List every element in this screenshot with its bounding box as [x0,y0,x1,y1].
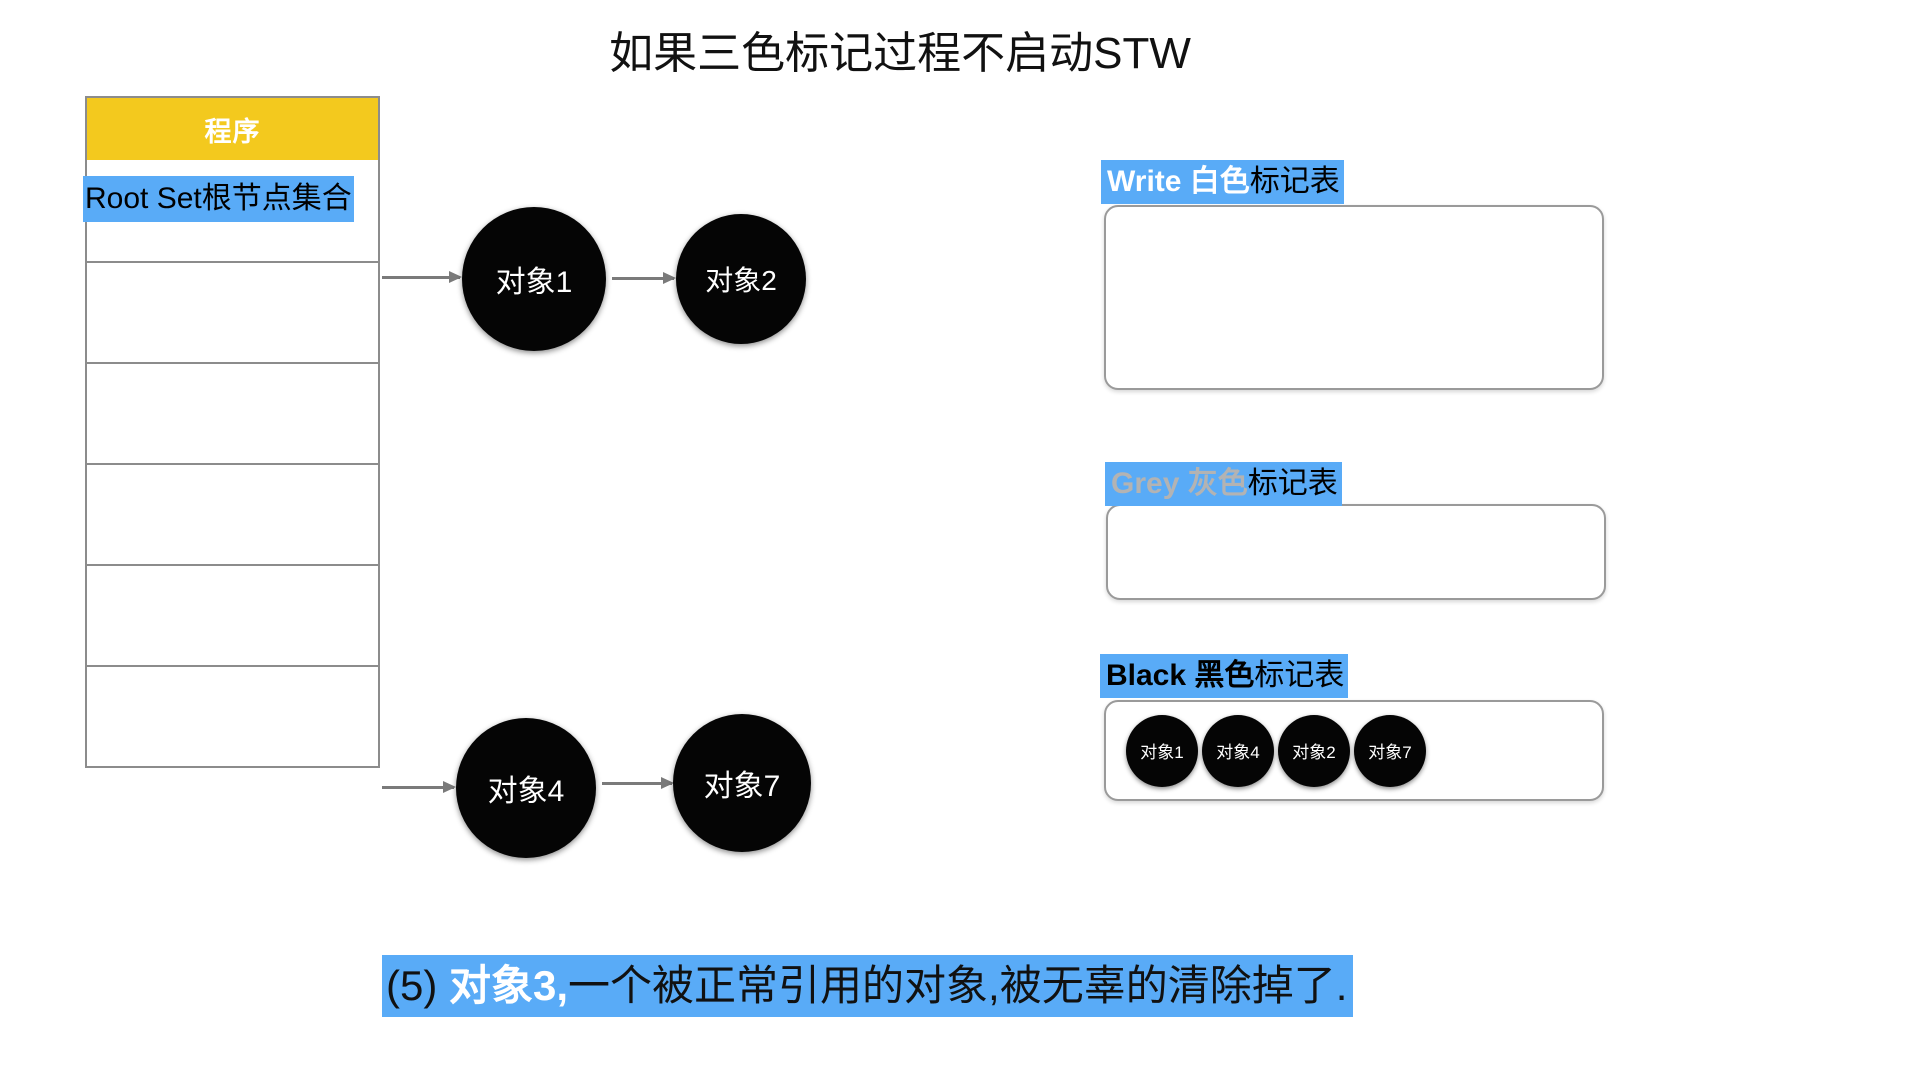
arrow-rootset-to-obj4 [382,781,456,793]
white-mark-table-label: Write 白色标记表 [1101,160,1344,204]
root-set-label: Root Set根节点集合 [83,176,354,222]
arrow-obj1-to-obj2 [612,272,676,284]
white-mark-table-label-color: 白色 [1181,165,1250,198]
white-mark-table-label-rest: 标记表 [1249,165,1340,198]
page-title: 如果三色标记过程不启动STW [609,29,1191,78]
black-list-item: 对象2 [1278,714,1350,787]
grey-mark-table-label: Grey 灰色标记表 [1105,462,1342,506]
caption-prefix: (5) [386,962,449,1009]
grey-mark-table-box [1106,504,1606,600]
grey-mark-table-label-en: Grey [1111,467,1180,500]
black-mark-table-label-rest: 标记表 [1254,659,1345,692]
caption-object: 对象3, [449,962,569,1009]
program-table-row [87,463,378,564]
graph-node-obj2: 对象2 [676,214,806,344]
program-table-row [87,665,378,766]
black-mark-table-label-en: Black [1106,659,1187,692]
caption-rest: 一个被正常引用的对象,被无辜的清除掉了. [568,962,1348,1009]
white-mark-table-label-en: Write [1107,165,1182,198]
program-table-header: 程序 [87,96,378,160]
white-mark-table-box [1104,205,1604,390]
caption: (5) 对象3,一个被正常引用的对象,被无辜的清除掉了. [382,955,1354,1017]
graph-node-obj1: 对象1 [462,207,606,351]
program-table-row [87,362,378,463]
black-list-item: 对象1 [1126,714,1198,787]
arrow-obj4-to-obj7 [602,777,674,789]
program-table-row [87,261,378,362]
graph-node-obj4: 对象4 [456,718,596,858]
black-list-item: 对象4 [1202,714,1274,787]
grey-mark-table-label-rest: 标记表 [1247,467,1338,500]
black-mark-table-label-color: 黑色 [1186,659,1255,692]
black-mark-table-label: Black 黑色标记表 [1100,654,1349,698]
program-table-row [87,564,378,665]
black-mark-table-box: 对象1 对象4 对象2 对象7 [1104,700,1604,801]
graph-node-obj7: 对象7 [673,714,811,852]
arrow-rootset-to-obj1 [382,271,462,283]
black-list-item: 对象7 [1354,714,1426,787]
grey-mark-table-label-color: 灰色 [1179,467,1248,500]
